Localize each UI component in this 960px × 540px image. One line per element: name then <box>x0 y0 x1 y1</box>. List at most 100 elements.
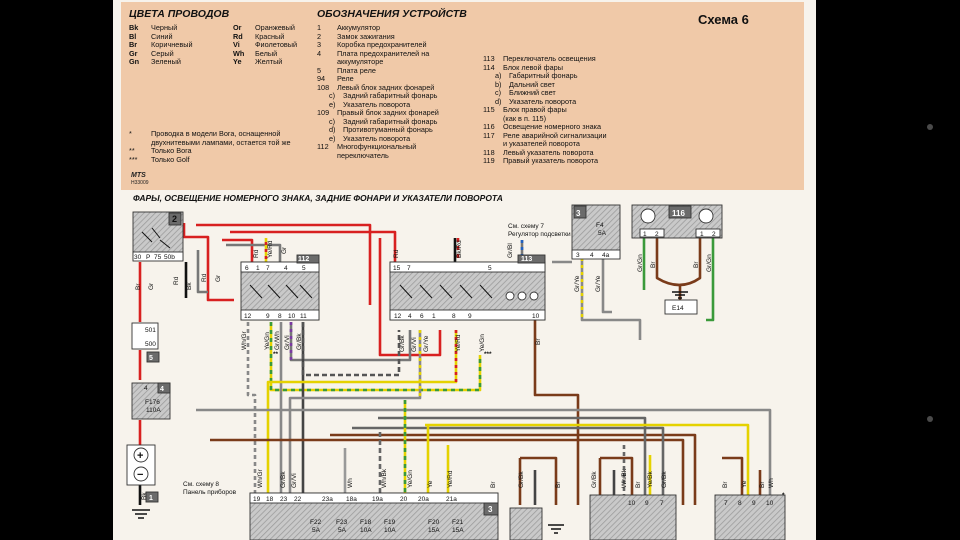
fuse-rating: 15A <box>452 527 464 534</box>
pin-label: 4 <box>284 265 288 272</box>
wire-label: Gr/Bk <box>296 333 303 350</box>
bus-grey <box>378 416 647 505</box>
wire-label: Rd <box>201 273 208 282</box>
wire-label: Gr/Bk <box>280 471 287 488</box>
wire-label: Gr/Gn <box>706 254 713 272</box>
wire-grbk2 <box>301 322 401 377</box>
wire-label: Ye <box>427 480 434 488</box>
pin-label: 30 <box>134 254 142 261</box>
wire-label: Wh <box>768 478 775 488</box>
device-frame-dot <box>927 416 933 422</box>
device-entry: e)Указатель поворота <box>329 133 411 143</box>
wire-label: Gr/Ye <box>574 275 581 292</box>
schematic-shape <box>240 309 320 321</box>
pin-label: 8 <box>278 313 282 320</box>
note-entry: *Проводка в модели Bora, оснащенной двух… <box>129 129 291 147</box>
wire-grye-top3 <box>601 258 612 314</box>
fuse-name: F23 <box>336 519 348 526</box>
schematic-shape <box>133 447 149 463</box>
wire-rd-top <box>196 223 372 305</box>
fuse-name: F21 <box>452 519 464 526</box>
note-panel: Панель приборов <box>183 488 237 496</box>
lamp-block-1 <box>509 507 543 540</box>
schematic-shape <box>505 291 515 301</box>
bus-ye <box>425 423 750 505</box>
bus-grey2 <box>352 426 665 505</box>
schematic-shape <box>389 261 546 273</box>
device-entry: d)Противотуманный фонарь <box>329 125 433 134</box>
variant-mark: ** <box>273 351 279 358</box>
wire-label: Ye/Rd <box>455 334 462 352</box>
device-entry: d)Указатель поворота <box>495 96 577 106</box>
wire-label: Gr/Vi <box>291 473 298 488</box>
pin-label: 9 <box>266 313 270 320</box>
schematic-shape <box>249 492 499 504</box>
device-entry: c)Задний габаритный фонарь <box>329 116 438 126</box>
ignition-switch-num: 2 <box>172 214 177 224</box>
wire-label: Gr/Ye <box>423 335 430 352</box>
wire-label: Wh <box>347 478 354 488</box>
lamp-block-3 <box>714 494 786 540</box>
wire-label: Gr/Bk <box>591 471 598 488</box>
wire-label: Gr/Bk <box>518 471 525 488</box>
note-scheme8: См. схему 8 <box>183 481 219 488</box>
schematic-shape <box>240 261 320 273</box>
fuse-name: F22 <box>310 519 322 526</box>
relay-plate-num: 5 <box>149 355 153 362</box>
schematic-shape <box>517 254 546 264</box>
pin-label: 20a <box>418 496 429 503</box>
device-entry: c)Задний габаритный фонарь <box>329 91 438 100</box>
fuse-rating: 10A <box>384 527 396 534</box>
bus-brown <box>210 438 685 505</box>
schematic-shape <box>695 228 721 238</box>
fusebox-bottom-num: 3 <box>488 505 493 514</box>
pin-label: 12 <box>394 313 402 320</box>
schematic-shape <box>529 291 539 301</box>
fuse-name: F4 <box>596 222 604 229</box>
fusebox-top-num: 3 <box>576 209 581 218</box>
pin-label: 8 <box>452 313 456 320</box>
schematic-shape <box>640 208 656 224</box>
pin-label: 10 <box>532 313 540 320</box>
wire-br-ls <box>533 320 580 505</box>
wire-label: Gr <box>215 274 222 282</box>
fuse-name: F176 <box>145 399 160 406</box>
pin-label: 10 <box>766 500 774 507</box>
wire-label: Ye/Gn <box>407 470 414 488</box>
pin-label: 19a <box>372 496 383 503</box>
ground-symbol <box>132 509 150 519</box>
pin-label: 501 <box>145 327 156 334</box>
fuse-rating: 110A <box>146 407 161 414</box>
note-dimmer: Регулятор подсветки <box>508 231 571 238</box>
pin-label: 2 <box>712 231 716 238</box>
fuse-rating: 5A <box>312 527 321 534</box>
wire-label: Gr/Bl <box>507 243 514 258</box>
fuse-rating: 15A <box>428 527 440 534</box>
wire-rd-main <box>182 223 234 302</box>
pin-label: 5 <box>302 265 306 272</box>
pin-label: 1 <box>643 231 647 238</box>
ground-label: E14 <box>672 305 684 312</box>
pin-label: 3 <box>576 252 580 259</box>
device-frame-dot <box>927 124 933 130</box>
fuse-name: F20 <box>428 519 440 526</box>
diagram-title: ФАРЫ, ОСВЕЩЕНИЕ НОМЕРНОГО ЗНАКА, ЗАДНИЕ … <box>133 193 503 203</box>
pin-label: 9 <box>468 313 472 320</box>
schematic-shape <box>517 291 527 301</box>
pin-label: 10 <box>288 313 296 320</box>
notes-block: *Проводка в модели Bora, оснащенной двух… <box>129 129 319 164</box>
pin-label: 12 <box>244 313 252 320</box>
pin-label: 4 <box>408 313 412 320</box>
schematic-shape <box>296 254 320 264</box>
wire-label: Ye/Gn <box>264 332 271 350</box>
pin-label: 22 <box>294 496 302 503</box>
